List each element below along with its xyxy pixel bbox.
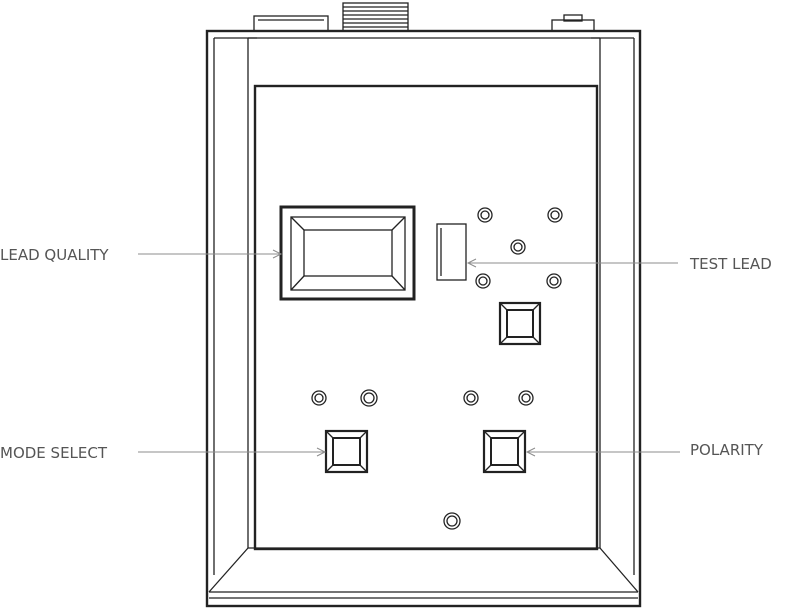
mode-select-button [324, 429, 369, 474]
label-lead-quality: LEAD QUALITY [0, 246, 109, 264]
led-7 [360, 389, 378, 407]
polarity-button [482, 429, 527, 474]
test-lead-button [498, 301, 542, 346]
label-mode-select: MODE SELECT [0, 444, 108, 462]
leader-lead-quality [138, 249, 283, 259]
front-panel [253, 84, 599, 551]
led-10 [443, 512, 461, 530]
device-housing [205, 29, 642, 608]
leader-mode-select [138, 447, 327, 457]
led-8 [463, 390, 479, 406]
top-connector-left [253, 15, 329, 32]
led-1 [477, 207, 493, 223]
top-threaded-connector [342, 2, 409, 32]
led-9 [518, 390, 534, 406]
indicator-leds [311, 207, 563, 530]
led-6 [311, 390, 327, 406]
label-polarity: POLARITY [690, 441, 764, 459]
top-connector-right [551, 14, 595, 32]
led-4 [475, 273, 491, 289]
leader-test-lead [466, 258, 678, 268]
led-2 [547, 207, 563, 223]
led-5 [546, 273, 562, 289]
led-3 [510, 239, 526, 255]
test-lead-slot [436, 223, 467, 281]
lead-quality-display [279, 205, 416, 301]
device-base [208, 547, 639, 599]
label-test-lead: TEST LEAD [689, 255, 772, 273]
leader-polarity [525, 447, 680, 457]
